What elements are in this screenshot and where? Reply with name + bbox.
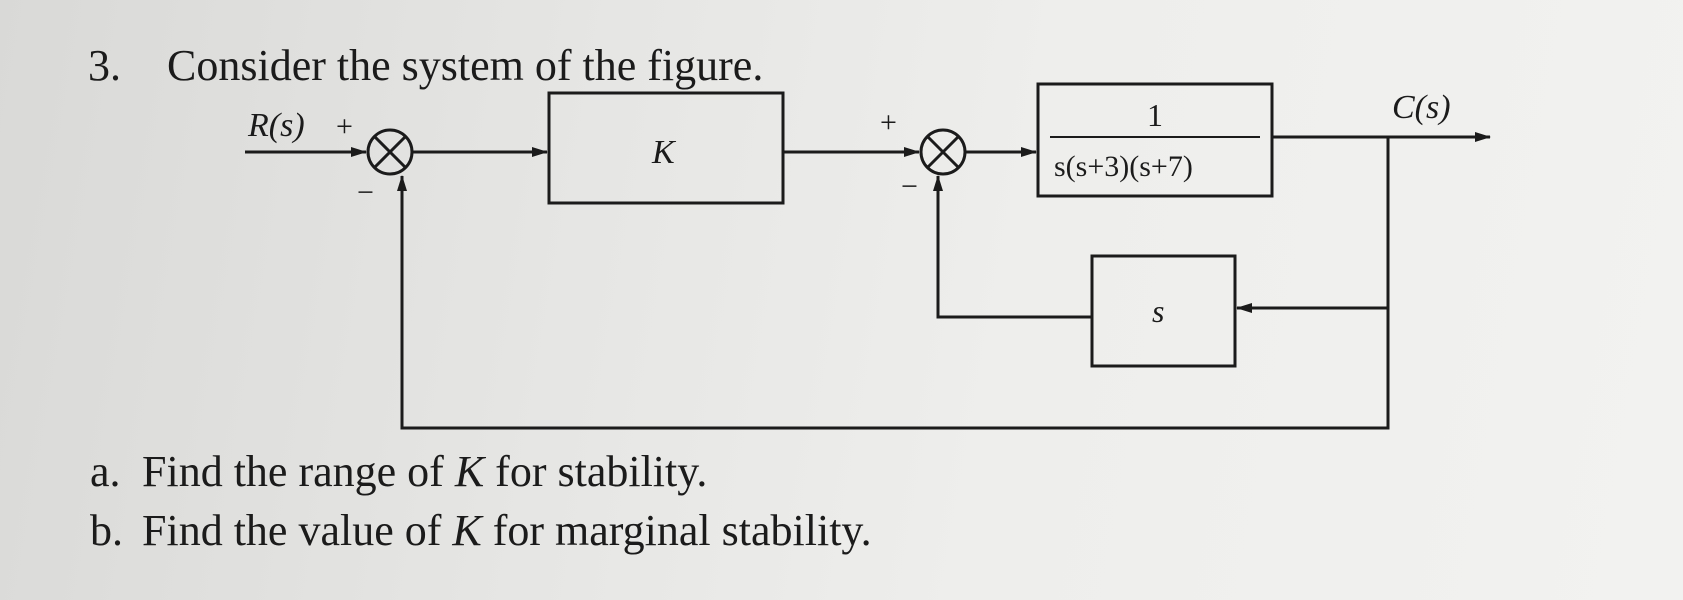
summing-junction-1: [366, 128, 414, 176]
part-b-variable: K: [452, 506, 482, 555]
sum1-plus-sign: +: [336, 110, 353, 143]
question-number: 3.: [88, 41, 121, 90]
inner-feedback-return-path: [933, 175, 1092, 319]
plant-block-box: [1036, 82, 1274, 198]
input-label: R(s): [247, 107, 305, 144]
summing-junction-2: [919, 128, 967, 176]
part-b-label: b.: [90, 506, 123, 555]
feedback-block-box: [1090, 254, 1237, 368]
question-text: Consider the system of the figure.: [167, 41, 764, 90]
sum1-minus-sign: −: [357, 176, 374, 209]
sum2-plus-sign: +: [880, 106, 897, 139]
part-a-text-before: Find the range of: [142, 447, 455, 496]
part-a: a. Find the range of K for stability.: [90, 446, 707, 497]
plant-denominator: s(s+3)(s+7): [1054, 150, 1193, 183]
part-b-text-after: for marginal stability.: [481, 506, 872, 555]
gain-block-label: K: [651, 134, 677, 171]
sum2-minus-sign: −: [901, 170, 918, 203]
plant-numerator: 1: [1147, 97, 1163, 133]
part-b: b. Find the value of K for marginal stabi…: [90, 505, 872, 556]
part-a-variable: K: [454, 447, 485, 496]
outer-feedback-path: [397, 137, 1390, 430]
part-b-text-before: Find the value of: [142, 506, 453, 555]
part-a-text-after: for stability.: [484, 447, 708, 496]
output-label: C(s): [1392, 89, 1451, 126]
part-a-label: a.: [90, 447, 121, 496]
gain-block-box: [547, 91, 785, 205]
feedback-block-label: s: [1152, 293, 1164, 329]
